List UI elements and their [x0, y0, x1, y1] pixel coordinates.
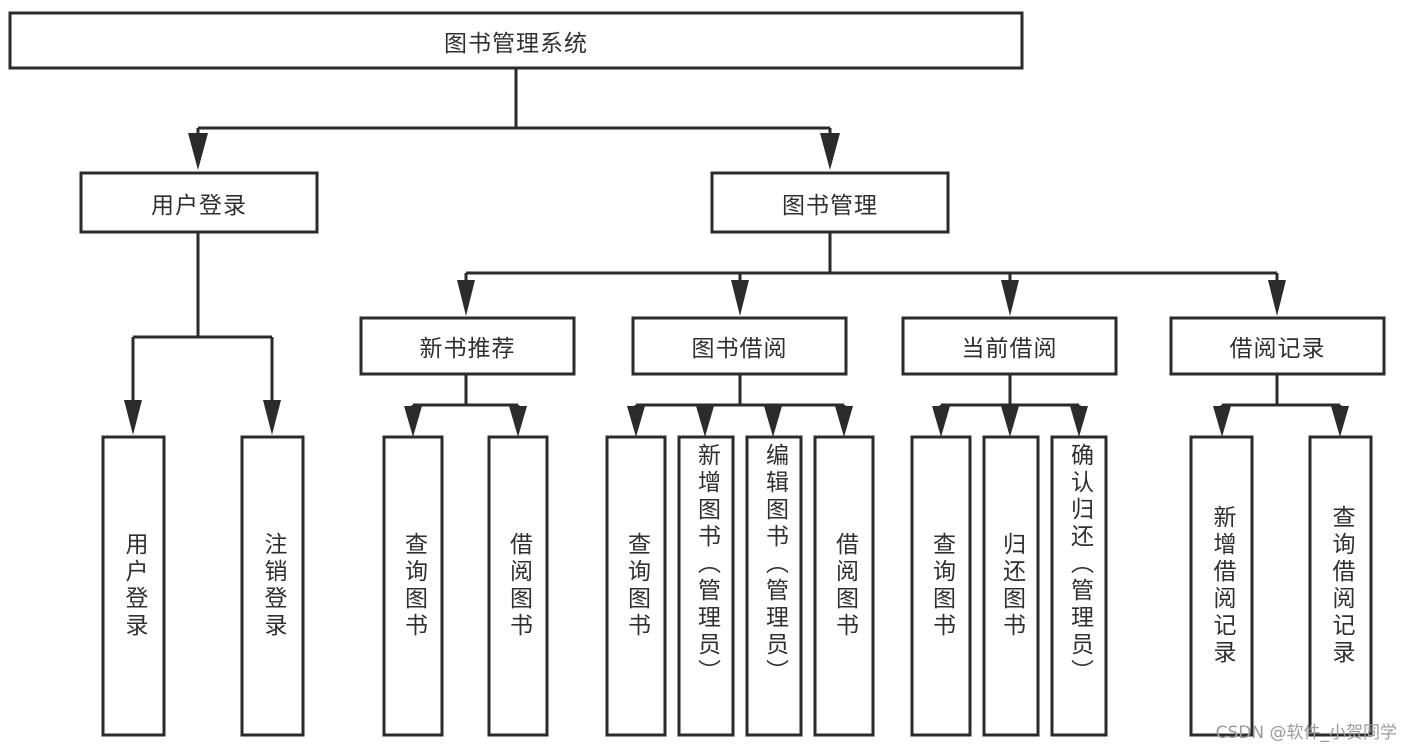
arrow-to-current-borrow: [1001, 280, 1019, 316]
node-box-leaf-logout[interactable]: [240, 435, 305, 737]
node-box-leaf-borrow-book-1[interactable]: [487, 435, 549, 737]
node-box-leaf-query-book-2[interactable]: [605, 435, 667, 737]
connector-group-book-borrow: [627, 374, 853, 437]
node-box-leaf-user-login[interactable]: [101, 435, 166, 737]
arrow-to-book-manage: [820, 133, 840, 170]
arrow-to-borrow-record: [1268, 280, 1286, 316]
node-box-leaf-return-book[interactable]: [982, 435, 1040, 737]
arrow-to-leaf-borrow-book-1: [509, 406, 527, 437]
connector-group-new-book-rec: [404, 374, 527, 437]
arrow-to-leaf-user-login: [124, 400, 142, 435]
node-box-borrow-record[interactable]: [1169, 316, 1386, 376]
node-box-leaf-query-book-1[interactable]: [382, 435, 444, 737]
arrow-to-leaf-add-book: [696, 406, 714, 437]
node-box-book-borrow[interactable]: [631, 316, 848, 376]
node-box-leaf-confirm-return[interactable]: [1050, 435, 1108, 737]
node-box-leaf-borrow-book-2[interactable]: [813, 435, 875, 737]
node-box-current-borrow[interactable]: [901, 316, 1118, 376]
arrow-to-user-login: [188, 133, 208, 170]
arrow-to-book-borrow: [731, 280, 749, 316]
arrow-to-leaf-edit-book: [764, 406, 782, 437]
arrow-to-leaf-borrow-book-2: [835, 406, 853, 437]
arrow-to-leaf-query-book-3: [932, 406, 950, 437]
connector-group-book-manage: [457, 232, 1286, 316]
arrow-to-leaf-confirm-return: [1070, 406, 1088, 437]
arrow-to-leaf-return-book: [1001, 406, 1019, 437]
connector-group-borrow-record: [1213, 374, 1349, 437]
node-box-book-manage[interactable]: [710, 171, 950, 234]
arrow-to-leaf-query-book-2: [627, 406, 645, 437]
arrow-to-leaf-query-record: [1331, 406, 1349, 437]
connector-group-user-login: [124, 232, 281, 435]
node-box-new-book-rec[interactable]: [359, 316, 576, 376]
arrow-to-new-book-rec: [457, 280, 475, 316]
arrow-to-leaf-logout: [263, 400, 281, 435]
node-box-leaf-query-record[interactable]: [1308, 435, 1373, 737]
arrow-to-leaf-add-record: [1213, 406, 1231, 437]
node-box-root[interactable]: [8, 11, 1024, 70]
connector-group-root: [188, 68, 840, 170]
node-box-user-login[interactable]: [79, 171, 319, 234]
connector-group-current-borrow: [932, 374, 1088, 437]
node-box-leaf-add-book[interactable]: [677, 435, 735, 737]
node-box-leaf-query-book-3[interactable]: [910, 435, 972, 737]
node-box-leaf-add-record[interactable]: [1189, 435, 1254, 737]
arrow-to-leaf-query-book-1: [404, 406, 422, 437]
node-box-leaf-edit-book[interactable]: [745, 435, 803, 737]
